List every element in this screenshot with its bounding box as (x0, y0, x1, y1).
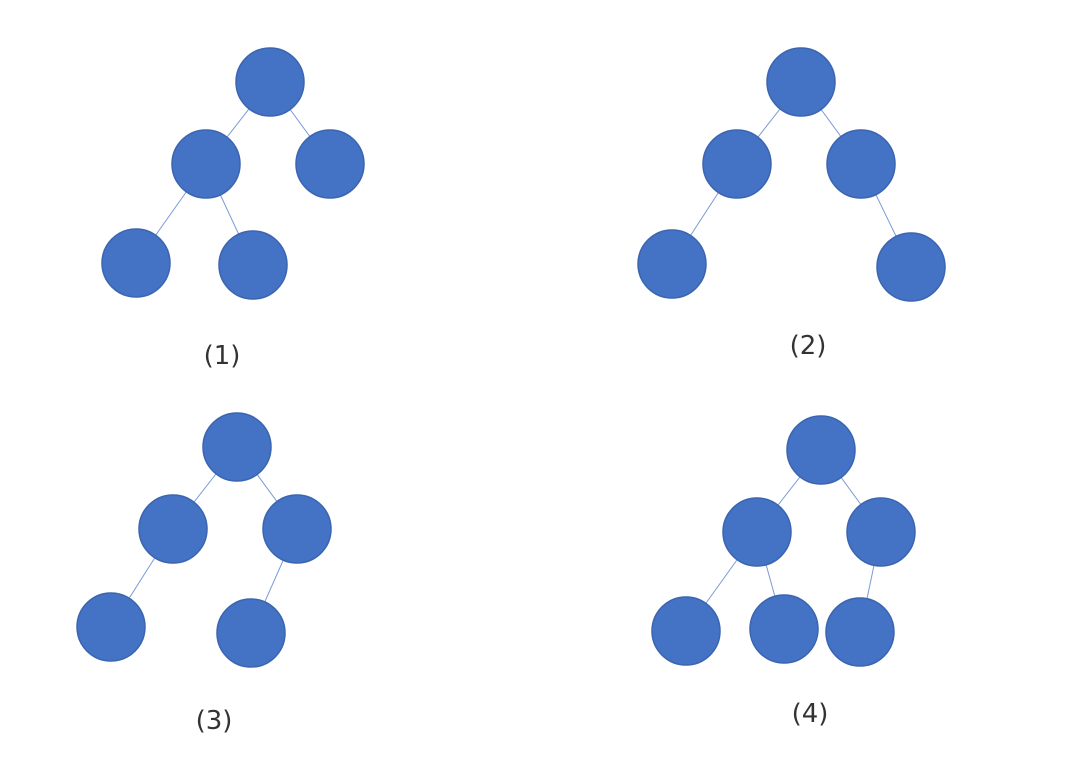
tree-node (749, 594, 819, 664)
tree-node (76, 592, 146, 662)
tree-node (216, 598, 286, 668)
tree-caption: (2) (790, 331, 827, 361)
tree-node (876, 232, 946, 302)
tree-node (702, 129, 772, 199)
tree-caption: (1) (204, 341, 241, 371)
tree-node (766, 47, 836, 117)
tree-node (262, 494, 332, 564)
tree-node (202, 412, 272, 482)
tree-node (637, 229, 707, 299)
tree-node (235, 47, 305, 117)
tree-node (825, 597, 895, 667)
tree-node (826, 129, 896, 199)
tree-node (101, 228, 171, 298)
tree-3: (3) (76, 412, 332, 736)
tree-node (651, 596, 721, 666)
tree-caption: (4) (792, 699, 829, 729)
tree-2: (2) (637, 47, 946, 361)
tree-node (846, 497, 916, 567)
tree-4: (4) (651, 415, 916, 729)
tree-node (722, 497, 792, 567)
tree-node (786, 415, 856, 485)
tree-node (171, 129, 241, 199)
tree-node (138, 494, 208, 564)
tree-1: (1) (101, 47, 365, 371)
tree-node (295, 129, 365, 199)
tree-caption: (3) (196, 706, 233, 736)
tree-node (218, 230, 288, 300)
